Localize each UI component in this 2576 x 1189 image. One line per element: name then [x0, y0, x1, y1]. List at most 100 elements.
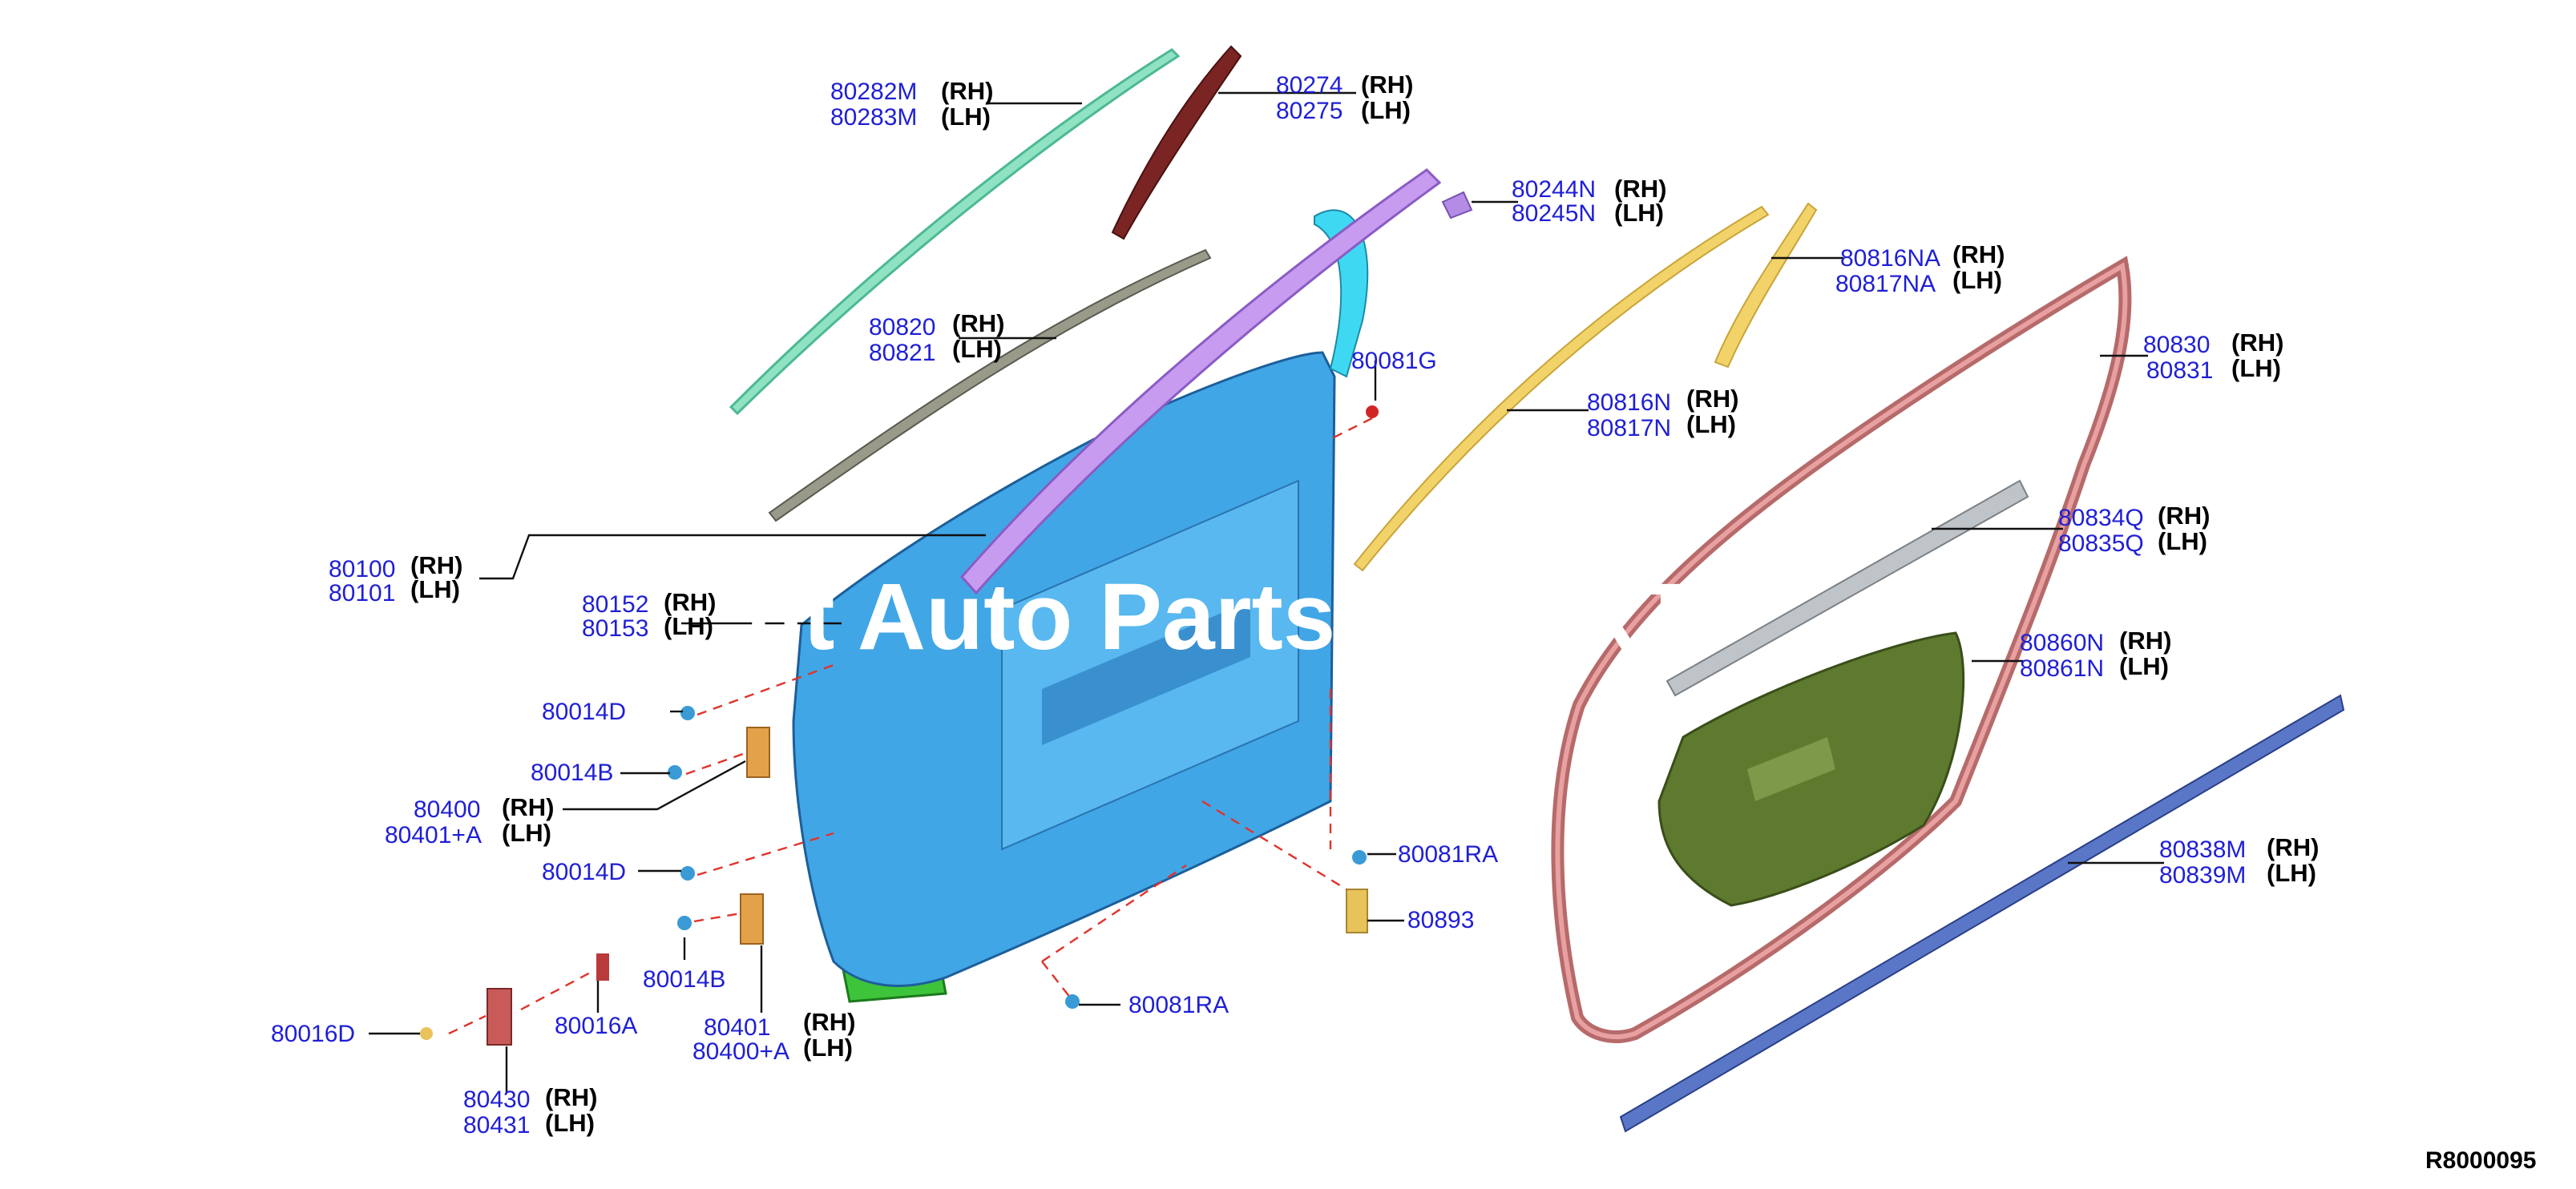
svg-text:80152: 80152 [582, 591, 648, 618]
diagram-code: R8000095 [2425, 1147, 2536, 1174]
part-sash-trim [1111, 45, 1242, 240]
svg-text:80400+A: 80400+A [692, 1038, 789, 1065]
svg-text:(LH): (LH) [2158, 527, 2207, 555]
callout-80430: 80430 (RH) 80431 (LH) [463, 1083, 597, 1139]
callout-80820: 80820 (RH) 80821 (LH) [869, 309, 1004, 366]
svg-text:80831: 80831 [2146, 357, 2213, 384]
callout-80100: 80100 (RH) 80101 (LH) [329, 551, 462, 607]
callout-80816n: 80816N (RH) 80817N (LH) [1587, 385, 1738, 441]
svg-text:80245N: 80245N [1512, 200, 1596, 227]
callout-80274: 80274 (RH) 80275 (LH) [1276, 71, 1413, 124]
svg-text:80400: 80400 [414, 796, 480, 823]
svg-text:80275: 80275 [1276, 98, 1343, 124]
svg-text:(RH): (RH) [803, 1008, 855, 1036]
svg-text:80430: 80430 [463, 1086, 530, 1113]
svg-text:80860N: 80860N [2020, 630, 2104, 656]
part-door-frame-upper [959, 168, 1442, 595]
svg-text:80838M: 80838M [2159, 836, 2246, 863]
callout-80834q: 80834Q (RH) 80835Q (LH) [2058, 502, 2210, 557]
part-lower-moulding [1619, 694, 2345, 1133]
callout-80016a: 80016A [555, 1013, 637, 1039]
assembly-dashed-lines [448, 417, 1373, 1035]
callout-80014d-upper: 80014D [542, 699, 626, 725]
svg-text:80893: 80893 [1407, 907, 1474, 933]
svg-text:80283M: 80283M [830, 104, 917, 131]
svg-text:80816N: 80816N [1587, 389, 1671, 416]
callout-80244n: 80244N (RH) 80245N (LH) [1512, 175, 1666, 227]
svg-text:(RH): (RH) [2158, 502, 2210, 530]
svg-text:80153: 80153 [582, 615, 648, 642]
svg-text:80839M: 80839M [2159, 862, 2246, 889]
callout-80081ra-right: 80081RA [1398, 841, 1498, 868]
svg-text:(RH): (RH) [545, 1083, 597, 1111]
part-bracket-80244 [1441, 191, 1473, 220]
svg-text:(LH): (LH) [545, 1109, 595, 1137]
callout-80400: 80400 (RH) 80401+A (LH) [385, 793, 554, 848]
svg-text:(RH): (RH) [2119, 627, 2171, 655]
part-inner-weatherstrip [1666, 479, 2029, 697]
svg-text:80401: 80401 [704, 1014, 770, 1041]
svg-text:80834Q: 80834Q [2058, 505, 2144, 531]
part-door-inner-panel [792, 209, 1369, 987]
part-sealing-screen [1657, 631, 1965, 907]
svg-text:80014D: 80014D [542, 859, 626, 885]
svg-text:(RH): (RH) [952, 309, 1004, 337]
part-yellow-strips [1353, 202, 1818, 572]
svg-text:(RH): (RH) [664, 588, 716, 616]
svg-text:(RH): (RH) [502, 793, 554, 821]
svg-text:(RH): (RH) [410, 551, 462, 579]
svg-text:80817NA: 80817NA [1835, 271, 1936, 297]
svg-text:(LH): (LH) [1361, 96, 1411, 124]
svg-text:(LH): (LH) [2231, 354, 2281, 382]
svg-text:80016D: 80016D [271, 1021, 355, 1047]
svg-text:(LH): (LH) [1952, 266, 2002, 294]
part-belt-weatherstrip [768, 248, 1212, 522]
callout-80014b-lower: 80014B [643, 966, 725, 993]
svg-text:80081RA: 80081RA [1129, 992, 1229, 1018]
svg-text:80014B: 80014B [643, 966, 725, 993]
svg-text:(LH): (LH) [664, 612, 713, 640]
svg-text:(LH): (LH) [2267, 859, 2316, 887]
svg-text:(RH): (RH) [1614, 175, 1666, 203]
svg-text:(LH): (LH) [1686, 410, 1736, 438]
svg-text:(RH): (RH) [941, 77, 993, 105]
svg-text:80014B: 80014B [531, 760, 613, 786]
svg-text:80014D: 80014D [542, 699, 626, 725]
svg-text:80835Q: 80835Q [2058, 530, 2144, 557]
svg-text:80244N: 80244N [1512, 176, 1596, 203]
svg-text:(LH): (LH) [410, 575, 460, 603]
part-moulding-upper [729, 48, 1181, 416]
leader-lines [369, 91, 2164, 1093]
callout-80401: 80401 (RH) 80400+A (LH) [692, 1008, 855, 1065]
svg-text:(LH): (LH) [1614, 199, 1664, 227]
svg-text:(RH): (RH) [2231, 328, 2283, 357]
part-fasteners [420, 405, 1379, 1046]
svg-text:80016A: 80016A [555, 1013, 637, 1039]
callout-80014b-upper: 80014B [531, 760, 613, 786]
svg-text:(RH): (RH) [1686, 385, 1738, 413]
svg-text:80100: 80100 [329, 556, 395, 582]
callout-80081ra-bottom: 80081RA [1129, 992, 1229, 1018]
part-door-seal [1551, 256, 2132, 1043]
callout-80016d: 80016D [271, 1021, 355, 1047]
svg-text:80817N: 80817N [1587, 415, 1671, 441]
svg-text:(RH): (RH) [2267, 833, 2319, 861]
svg-text:80861N: 80861N [2020, 655, 2104, 682]
svg-text:(LH): (LH) [941, 103, 991, 131]
callout-80081g: 80081G [1351, 348, 1437, 374]
svg-text:80431: 80431 [463, 1112, 530, 1139]
svg-text:(LH): (LH) [502, 819, 551, 847]
callout-80152: 80152 (RH) 80153 (LH) [582, 588, 716, 642]
callout-80014d-lower: 80014D [542, 859, 626, 885]
watermark-text: nt Auto Parts g PART [745, 564, 1697, 670]
svg-text:80821: 80821 [869, 340, 935, 366]
callout-80282m: 80282M (RH) 80283M (LH) [830, 77, 993, 131]
svg-text:80401+A: 80401+A [385, 822, 482, 848]
svg-text:(LH): (LH) [2119, 652, 2169, 680]
svg-text:80274: 80274 [1276, 72, 1343, 99]
callout-80830: 80830 (RH) 80831 (LH) [2143, 328, 2283, 384]
svg-text:(RH): (RH) [1952, 240, 2005, 268]
svg-text:(LH): (LH) [803, 1034, 853, 1062]
svg-text:(LH): (LH) [952, 335, 1002, 363]
